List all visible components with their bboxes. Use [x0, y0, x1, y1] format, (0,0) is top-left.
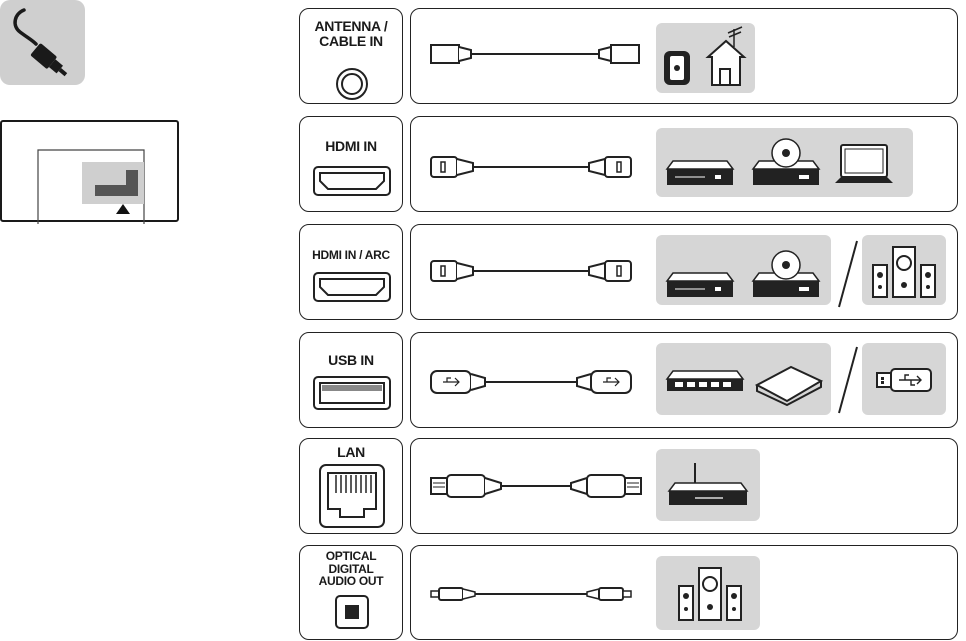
port-label: USB IN	[328, 352, 374, 368]
port-label: HDMI IN / ARC	[312, 248, 390, 262]
port-label: OPTICAL DIGITAL AUDIO OUT	[318, 549, 384, 589]
divider-slash	[838, 346, 858, 414]
tv-back-panel-location-icon	[0, 120, 179, 224]
cable-plug-icon	[0, 0, 85, 85]
coax-port-icon	[336, 68, 368, 100]
disc-player-icon	[751, 250, 821, 297]
disc-player-icon	[751, 138, 821, 185]
optical-audio-port-panel: OPTICAL DIGITAL AUDIO OUT	[299, 545, 403, 640]
ethernet-port-icon	[319, 464, 385, 528]
usb-in-port-panel: USB IN	[299, 332, 403, 428]
hdmi-port-icon	[313, 166, 391, 196]
router-icon	[667, 463, 749, 505]
usb-in-connection-panel	[410, 332, 958, 428]
laptop-icon	[835, 144, 893, 183]
hdmi-in-connection-panel	[410, 116, 958, 212]
usb-stick-icon	[876, 368, 932, 392]
usb-hub-icon	[665, 370, 745, 391]
speaker-system-icon	[678, 567, 742, 621]
hdmi-arc-port-panel: HDMI IN / ARC	[299, 224, 403, 320]
optical-port-icon	[335, 595, 369, 629]
antenna-house-icon	[664, 26, 747, 86]
external-hard-drive-icon	[754, 365, 824, 407]
usb-port-icon	[313, 376, 391, 410]
optical-audio-connection-panel	[410, 545, 958, 640]
hdmi-cable-icon	[430, 156, 632, 178]
lan-connection-panel	[410, 438, 958, 534]
usb-cable-icon	[430, 370, 632, 394]
hdmi-cable-icon	[430, 260, 632, 282]
ethernet-cable-icon	[430, 474, 642, 498]
divider-slash	[838, 240, 858, 308]
hdmi-arc-connection-panel	[410, 224, 958, 320]
set-top-box-icon	[665, 160, 735, 185]
lan-port-panel: LAN	[299, 438, 403, 534]
hdmi-in-port-panel: HDMI IN	[299, 116, 403, 212]
port-label: HDMI IN	[325, 138, 377, 154]
port-label: LAN	[337, 444, 365, 460]
coax-cable-icon	[430, 44, 640, 64]
optical-cable-icon	[430, 587, 632, 601]
antenna-port-panel: ANTENNA / CABLE IN	[299, 8, 403, 104]
hdmi-port-icon	[313, 272, 391, 302]
port-label: ANTENNA / CABLE IN	[314, 18, 388, 49]
speaker-system-icon	[872, 246, 936, 298]
set-top-box-icon	[665, 272, 735, 297]
antenna-connection-panel	[410, 8, 958, 104]
